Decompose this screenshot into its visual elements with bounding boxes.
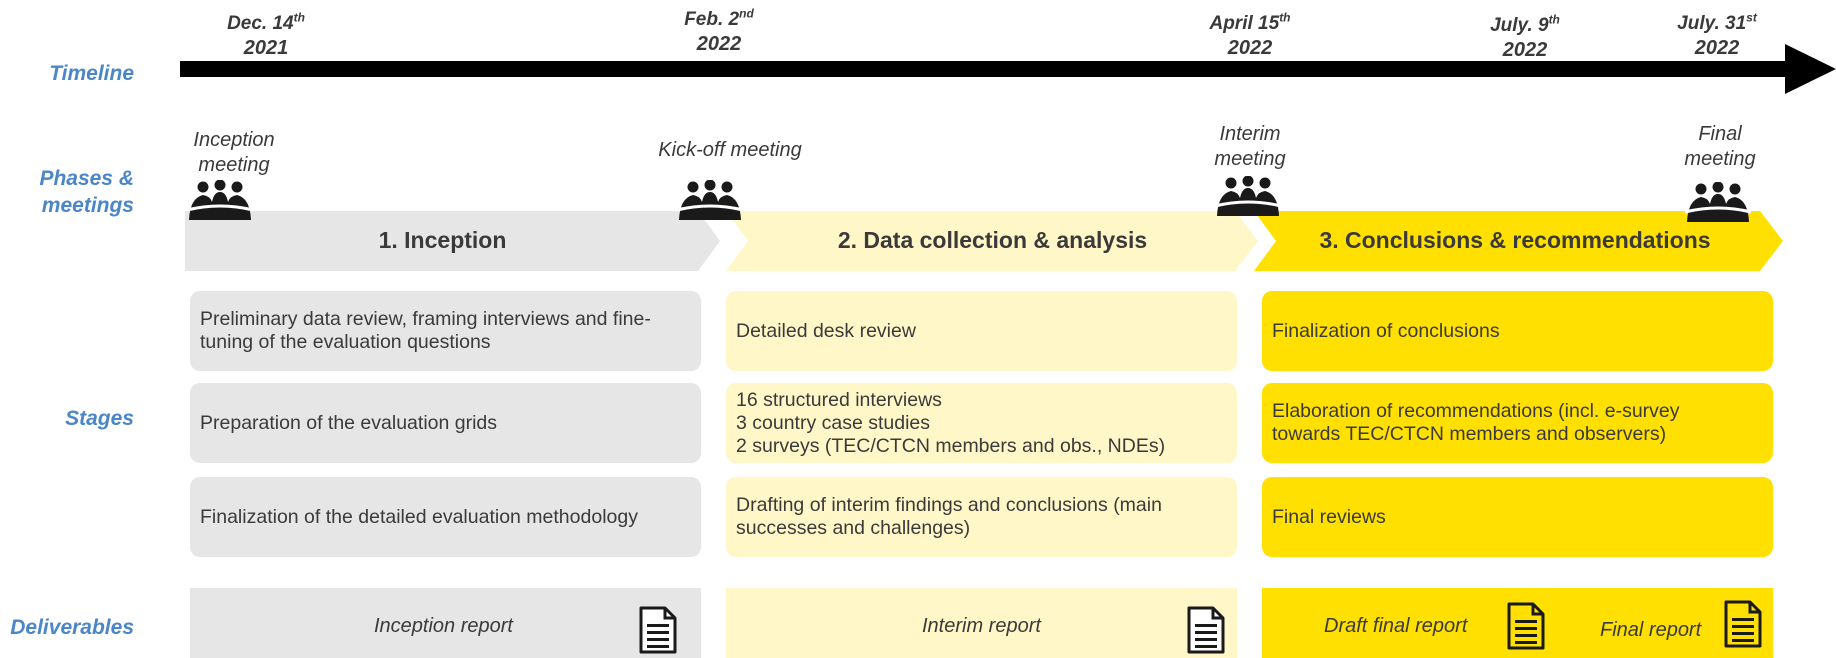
stage-text: Finalization of conclusions	[1272, 319, 1500, 342]
date-main: July. 9	[1490, 15, 1549, 36]
date-suffix: nd	[739, 6, 754, 21]
date-main: Dec. 14	[227, 13, 294, 34]
meeting-label-line1: Kick-off meeting	[658, 139, 802, 161]
meeting-label-final: Final meeting	[1660, 122, 1780, 172]
meeting-label-line2: meeting	[1214, 148, 1286, 170]
date-year: 2022	[1227, 37, 1273, 59]
row-label-phases-line1: Phases &	[39, 167, 134, 190]
date-year: 2022	[1694, 37, 1740, 59]
deliverable-inception-report: Inception report	[374, 615, 513, 637]
meeting-label-interim: Interim meeting	[1190, 122, 1310, 172]
date-suffix: th	[293, 10, 305, 25]
date-year: 2022	[696, 33, 742, 55]
date-main: July. 31	[1677, 13, 1747, 34]
stage-box-conclusions-1: Finalization of conclusions	[1262, 291, 1773, 371]
phase-label-inception: 1. Inception	[378, 227, 507, 253]
deliverable-interim-report: Interim report	[922, 615, 1041, 637]
stage-box-data-2: 16 structured interviews 3 country case …	[726, 383, 1237, 463]
stage-text: Preliminary data review, framing intervi…	[200, 308, 651, 353]
timeline-date: July. 31st 2022	[1657, 12, 1777, 60]
stage-text: Drafting of interim findings and conclus…	[736, 494, 1162, 539]
stage-box-inception-1: Preliminary data review, framing intervi…	[190, 291, 701, 371]
stage-box-inception-2: Preparation of the evaluation grids	[190, 383, 701, 463]
phase-label-data-collection: 2. Data collection & analysis	[837, 227, 1148, 253]
stage-text: Preparation of the evaluation grids	[200, 411, 498, 434]
phase-chevrons	[185, 211, 1783, 271]
timeline-date: April 15th 2022	[1180, 12, 1320, 60]
date-main: April 15	[1209, 13, 1280, 34]
document-icon	[1187, 606, 1225, 654]
meeting-label-line1: Inception	[193, 129, 275, 151]
meeting-label-line2: meeting	[198, 154, 270, 176]
group-meeting-icon	[1214, 176, 1282, 216]
stage-text: Finalization of the detailed evaluation …	[200, 505, 638, 528]
group-meeting-icon	[186, 180, 254, 220]
row-label-deliverables: Deliverables	[10, 616, 134, 639]
group-meeting-icon	[676, 180, 744, 220]
meeting-label-kickoff: Kick-off meeting	[630, 138, 830, 163]
date-suffix: th	[1548, 12, 1560, 27]
timeline-date: Feb. 2nd 2022	[659, 8, 779, 56]
deliverable-draft-final-report: Draft final report	[1324, 615, 1468, 637]
phase-chevron-inception	[185, 211, 720, 271]
stage-text: Detailed desk review	[736, 319, 916, 342]
date-suffix: th	[1279, 10, 1291, 25]
stage-text: Elaboration of recommendations (incl. e-…	[1272, 400, 1680, 445]
document-icon	[1507, 602, 1545, 650]
row-label-stages: Stages	[65, 407, 134, 430]
deliverable-bg-inception	[190, 588, 701, 658]
stage-text: Final reviews	[1272, 505, 1386, 528]
date-year: 2022	[1502, 39, 1548, 61]
document-icon	[1724, 600, 1762, 648]
deliverable-final-report: Final report	[1600, 619, 1702, 641]
deliverable-bg-data	[726, 588, 1237, 658]
stage-box-data-3: Drafting of interim findings and conclus…	[726, 477, 1237, 557]
meeting-label-inception: Inception meeting	[174, 128, 294, 178]
date-suffix: st	[1746, 10, 1757, 25]
date-year: 2021	[243, 37, 289, 59]
stage-box-conclusions-3: Final reviews	[1262, 477, 1773, 557]
phase-chevron-data-collection	[726, 211, 1258, 271]
row-label-timeline: Timeline	[49, 62, 134, 85]
timeline-date: July. 9th 2022	[1465, 14, 1585, 62]
meeting-label-line1: Interim	[1219, 123, 1281, 145]
stage-box-conclusions-2: Elaboration of recommendations (incl. e-…	[1262, 383, 1773, 463]
row-label-phases: Phases & meetings	[39, 165, 134, 219]
row-label-phases-line2: meetings	[41, 194, 134, 217]
timeline-arrow	[180, 44, 1836, 94]
stage-text: 16 structured interviews 3 country case …	[736, 388, 1166, 457]
meeting-label-line2: meeting	[1684, 148, 1756, 170]
group-meeting-icon	[1684, 182, 1752, 222]
document-icon	[639, 606, 677, 654]
phase-chevron-conclusions	[1254, 211, 1783, 271]
date-main: Feb. 2	[684, 9, 740, 30]
stage-box-inception-3: Finalization of the detailed evaluation …	[190, 477, 701, 557]
stage-box-data-1: Detailed desk review	[726, 291, 1237, 371]
timeline-date: Dec. 14th 2021	[206, 12, 326, 60]
meeting-label-line1: Final	[1698, 123, 1742, 145]
phase-label-conclusions: 3. Conclusions & recommendations	[1319, 227, 1711, 253]
